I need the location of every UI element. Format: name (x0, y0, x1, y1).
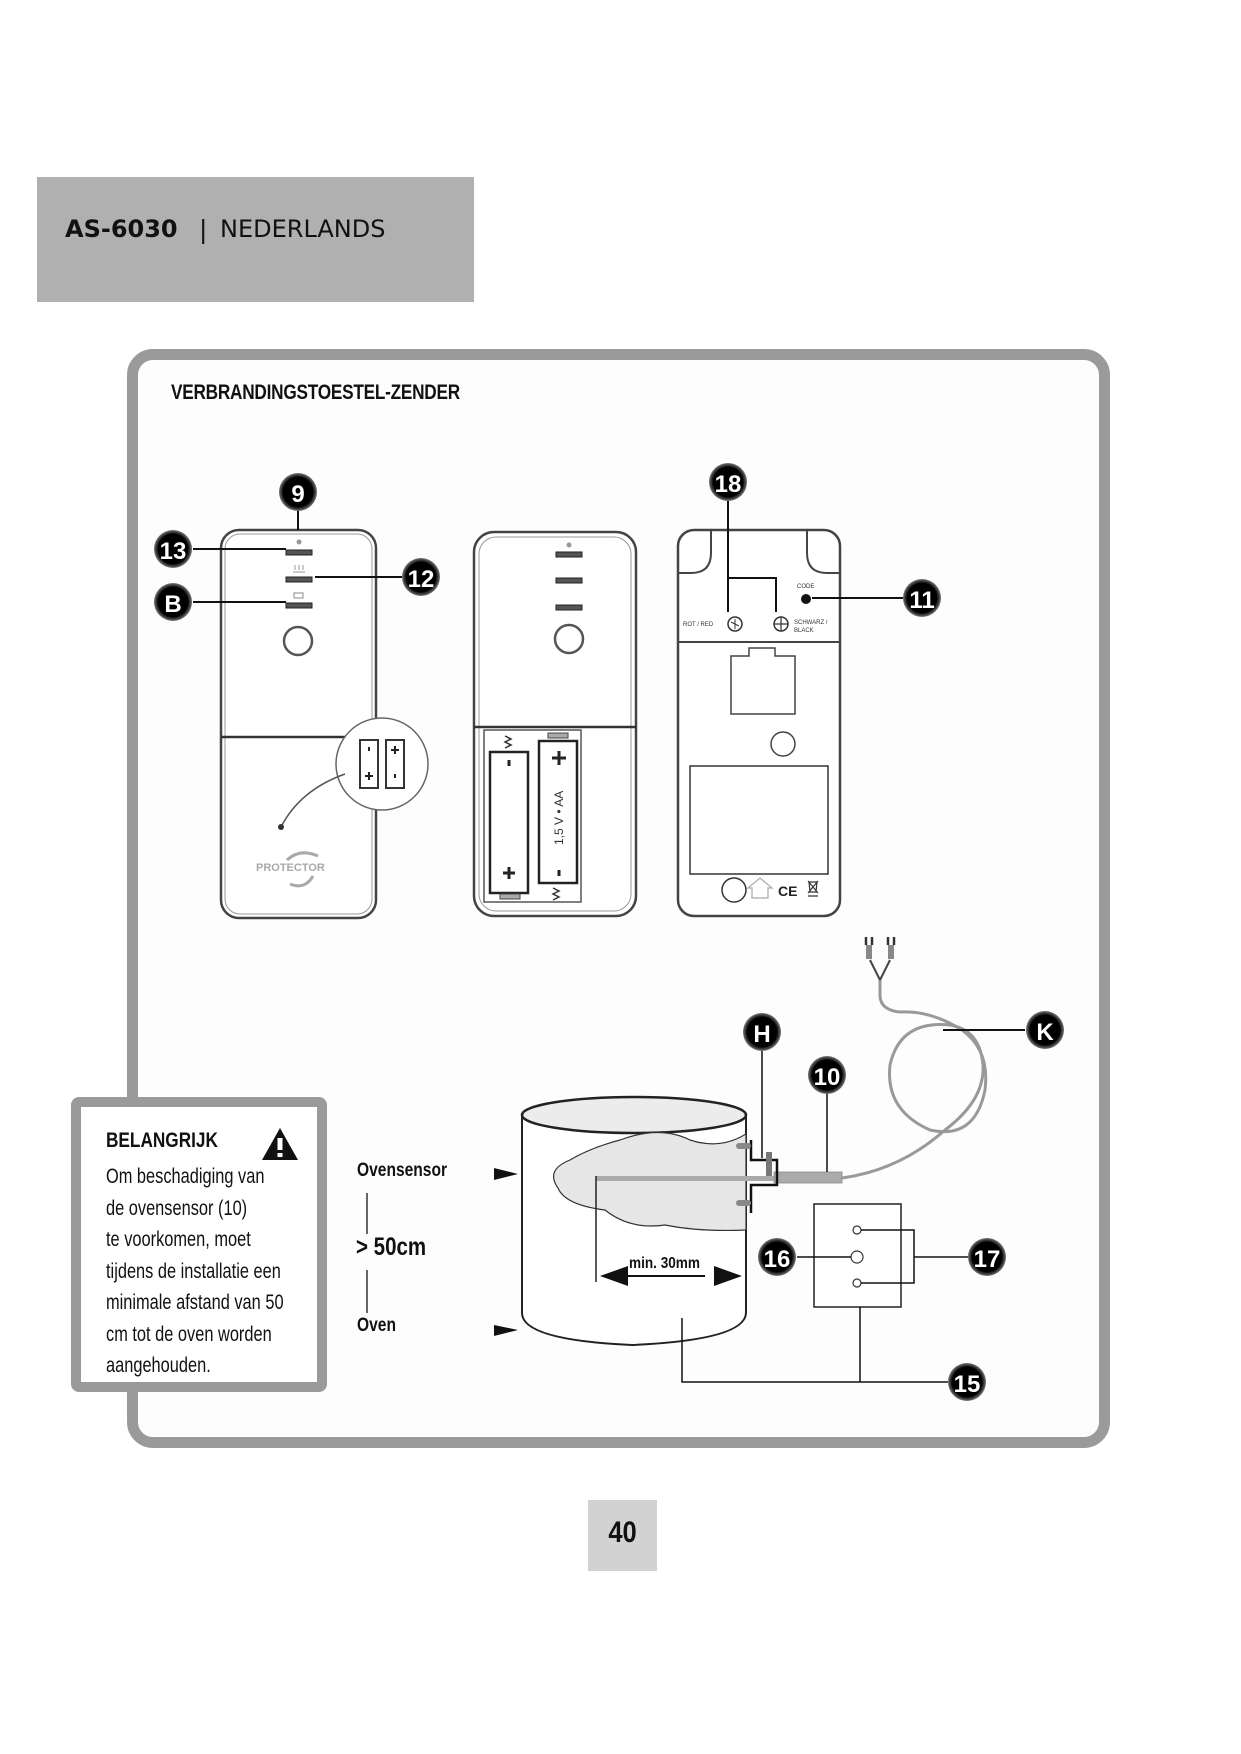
min-distance-label: min. 30mm (629, 1255, 700, 1272)
led-bar-heat (285, 576, 313, 583)
svg-text:15: 15 (954, 1371, 981, 1398)
led-bar-top (285, 549, 313, 556)
oven-sensor-probe (773, 1171, 843, 1184)
terminal-black-label-2: BLACK (794, 628, 814, 634)
brand-logo: PROTECTOR (256, 862, 325, 874)
battery-spec-label: 1,5 V • AA (552, 791, 566, 845)
svg-text:H: H (753, 1021, 770, 1048)
svg-text:B: B (164, 591, 181, 618)
sensor-position-label: Ovensensor (357, 1160, 448, 1181)
callout-12 (402, 558, 440, 596)
note-line: cm tot de oven worden (106, 1322, 272, 1346)
page-number-box: 40 (588, 1500, 657, 1571)
code-button (801, 594, 811, 604)
model-number: AS-6030 (65, 215, 178, 243)
oven-position-label: Oven (357, 1315, 396, 1336)
svg-text:10: 10 (814, 1064, 841, 1091)
svg-text:12: 12 (408, 566, 435, 593)
header-separator: | (199, 215, 208, 244)
svg-text:17: 17 (974, 1246, 1001, 1273)
terminal-red-label: ROT / RED (683, 622, 714, 628)
callout-11 (903, 579, 941, 617)
callout-H (743, 1013, 781, 1051)
language-label: NEDERLANDS (220, 215, 386, 243)
battery-icon (293, 592, 304, 599)
test-button (282, 625, 314, 657)
sun-icon (296, 539, 302, 545)
heat-zone (552, 1131, 747, 1232)
arrow-sensor (494, 1168, 518, 1180)
note-title: BELANGRIJK (106, 1129, 218, 1152)
svg-text:18: 18 (715, 471, 742, 498)
callout-K (1026, 1011, 1064, 1049)
svg-text:9: 9 (291, 481, 304, 508)
weee-icon (807, 880, 819, 897)
section-title: VERBRANDINGSTOESTEL-ZENDER (171, 381, 460, 404)
mounting-bracket (749, 1140, 779, 1213)
code-label: CODE (797, 584, 814, 590)
svg-text:K: K (1036, 1019, 1054, 1046)
battery-detail-bubble (335, 717, 429, 811)
callout-16 (758, 1238, 796, 1276)
oven-top (520, 1095, 748, 1135)
note-line: Om beschadiging van (106, 1165, 265, 1188)
callout-18 (709, 463, 747, 501)
callout-10 (808, 1056, 846, 1094)
ce-mark: CE (778, 883, 797, 899)
home-icon (746, 877, 774, 899)
device-battery-view: 1,5 V • AA (472, 530, 638, 918)
document-header: AS-6030 | NEDERLANDS (37, 177, 474, 302)
note-body: Om beschadiging van de ovensensor (10) t… (106, 1161, 301, 1382)
svg-text:13: 13 (160, 538, 187, 565)
note-line: de ovensensor (10) (106, 1196, 248, 1220)
svg-text:11: 11 (909, 587, 934, 614)
callout-15 (948, 1363, 986, 1401)
page-number: 40 (608, 1516, 637, 1549)
callout-9 (279, 473, 317, 511)
note-line: minimale afstand van 50 (106, 1291, 284, 1314)
svg-text:16: 16 (764, 1246, 791, 1273)
led-bar-battery (285, 602, 313, 609)
callout-B (154, 583, 192, 621)
note-line: aangehouden. (106, 1354, 211, 1377)
heat-icon (293, 565, 305, 573)
warning-icon (262, 1128, 298, 1160)
terminal-black-label: SCHWARZ / (794, 620, 828, 626)
oven-installation-diagram: min. 30mm (366, 937, 988, 1347)
important-note: BELANGRIJK Om beschadiging van de ovense… (71, 1097, 327, 1392)
note-line: tijdens de installatie een (106, 1259, 281, 1283)
callout-13 (154, 530, 192, 568)
device-front-view: PROTECTOR (219, 528, 429, 920)
arrow-oven (494, 1325, 518, 1336)
device-back-view: ROT / RED SCHWARZ / BLACK CODE CE (676, 528, 842, 918)
note-line: te voorkomen, moet (106, 1228, 251, 1251)
distance-requirement-label: > 50cm (356, 1233, 427, 1261)
sensor-cable (841, 980, 988, 1180)
callout-17 (968, 1238, 1006, 1276)
